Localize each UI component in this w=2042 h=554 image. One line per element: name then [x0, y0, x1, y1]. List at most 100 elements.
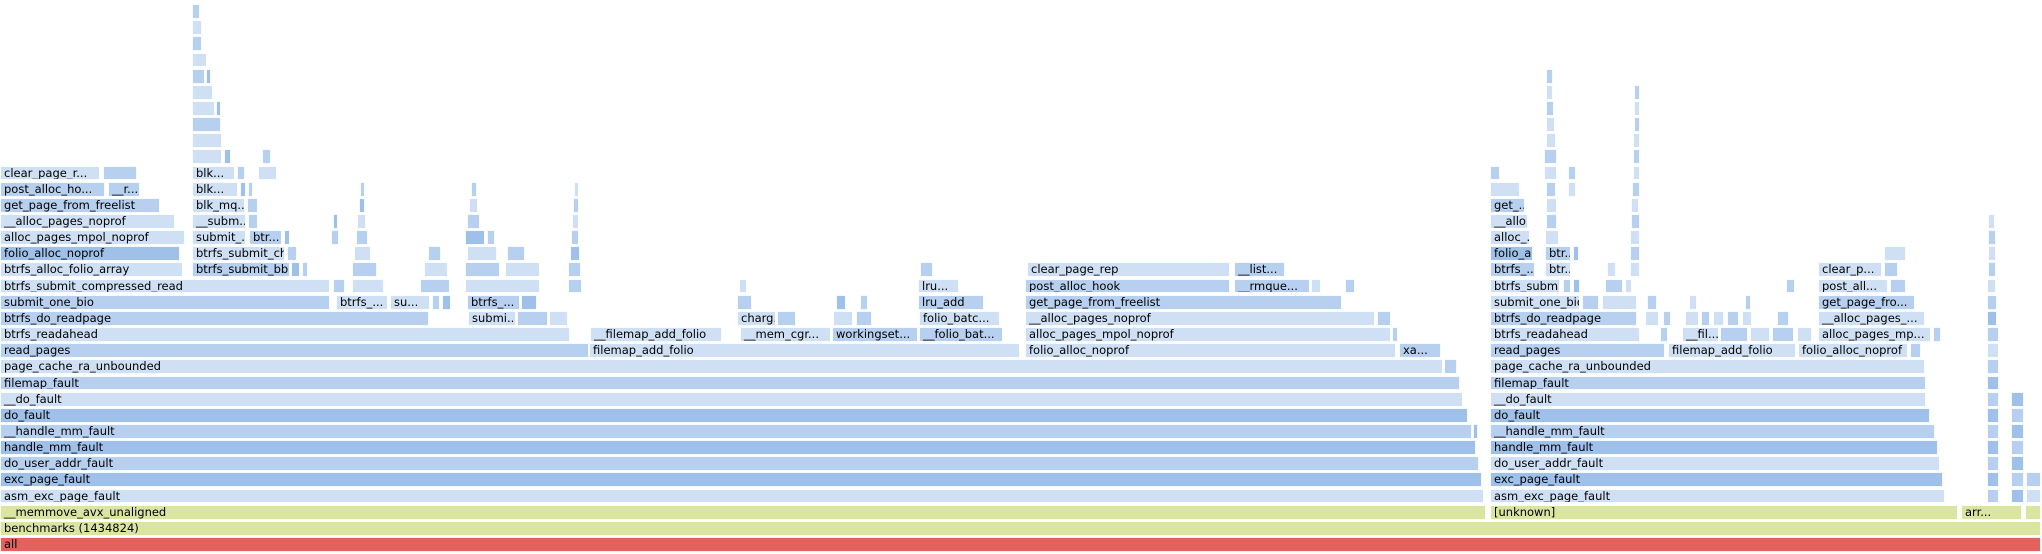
flame-cell-submi[interactable]: submi...	[468, 310, 516, 326]
flame-cell-btrfs_readahead[interactable]: btrfs_readahead	[1490, 327, 1640, 342]
flame-cell[interactable]	[442, 294, 451, 310]
flame-cell-btr[interactable]: btr...	[1545, 246, 1571, 262]
flame-cell[interactable]	[192, 4, 200, 19]
flame-cell[interactable]	[737, 294, 752, 310]
flame-cell[interactable]	[192, 117, 221, 132]
flame-cell-workingset[interactable]: workingset...	[832, 327, 918, 342]
flame-cell[interactable]	[360, 181, 365, 197]
flame-cell[interactable]	[1727, 310, 1739, 326]
flame-cell-read_pages[interactable]: read_pages	[0, 343, 589, 359]
flame-cell[interactable]	[1582, 294, 1599, 310]
flame-cell[interactable]	[1345, 278, 1355, 294]
flame-cell[interactable]	[505, 262, 540, 278]
flame-cell-benchmarks1434824[interactable]: benchmarks (1434824)	[0, 520, 2041, 536]
flame-cell-btrfs_[interactable]: btrfs_...	[1490, 262, 1535, 278]
flame-cell[interactable]	[1660, 327, 1668, 342]
flame-cell-btrfs_[interactable]: btrfs_...	[467, 294, 520, 310]
flame-cell-handle_mm_fault[interactable]: handle_mm_fault	[1490, 440, 1938, 455]
flame-cell[interactable]	[568, 278, 582, 294]
flame-cell[interactable]	[1631, 214, 1640, 229]
flame-cell[interactable]	[2026, 488, 2041, 504]
flame-cell[interactable]	[1545, 230, 1559, 246]
flame-cell[interactable]	[192, 36, 202, 52]
flame-cell-blk_mq[interactable]: blk_mq...	[192, 197, 245, 213]
flame-cell[interactable]	[1777, 310, 1789, 326]
flame-cell-__alloc_pages_noprof[interactable]: __alloc_pages_noprof	[0, 214, 175, 229]
flame-cell-do_fault[interactable]: do_fault	[1490, 407, 1930, 423]
flame-cell[interactable]	[258, 165, 277, 181]
flame-cell[interactable]	[103, 165, 137, 181]
flame-cell[interactable]	[836, 294, 846, 310]
flame-cell-filemap_fault[interactable]: filemap_fault	[0, 375, 1460, 391]
flame-cell[interactable]	[1713, 310, 1724, 326]
flame-cell[interactable]	[432, 294, 440, 310]
flame-cell[interactable]	[571, 230, 579, 246]
flame-cell[interactable]	[1634, 100, 1640, 116]
flame-cell[interactable]	[2011, 456, 2024, 472]
flame-cell-asm_exc_page_fault[interactable]: asm_exc_page_fault	[1490, 488, 1945, 504]
flame-cell[interactable]	[833, 310, 853, 326]
flame-cell-__mem_cgr[interactable]: __mem_cgr...	[740, 327, 831, 342]
flame-cell[interactable]	[521, 294, 537, 310]
flame-cell[interactable]	[1797, 327, 1812, 342]
flame-cell[interactable]	[1490, 165, 1500, 181]
flame-cell-btr[interactable]: btr...	[249, 230, 282, 246]
flame-cell[interactable]	[1546, 181, 1556, 197]
flame-cell-__allo[interactable]: __allo...	[1490, 214, 1528, 229]
flame-cell[interactable]	[420, 278, 450, 294]
flame-cell[interactable]	[428, 246, 441, 262]
flame-cell-__alloc_pages_[interactable]: __alloc_pages_...	[1818, 310, 1925, 326]
flame-cell[interactable]	[1633, 133, 1640, 149]
flame-cell[interactable]	[1988, 214, 1995, 229]
flame-cell[interactable]	[1988, 230, 1996, 246]
flame-cell[interactable]	[1987, 456, 1999, 472]
flame-cell-filemap_add_folio[interactable]: filemap_add_folio	[1668, 343, 1796, 359]
flame-cell[interactable]	[1546, 133, 1556, 149]
flame-cell[interactable]	[1772, 327, 1794, 342]
flame-cell-lru_add[interactable]: lru_add	[918, 294, 984, 310]
flame-cell[interactable]	[1546, 197, 1557, 213]
flame-cell[interactable]	[1544, 149, 1557, 165]
flame-cell-alloc_[interactable]: alloc_...	[1490, 230, 1530, 246]
flame-cell[interactable]	[1987, 310, 1997, 326]
flame-cell[interactable]	[1786, 278, 1795, 294]
flame-cell[interactable]	[1633, 165, 1640, 181]
flame-cell-submit_one_bio[interactable]: submit_one_bio	[0, 294, 330, 310]
flame-cell[interactable]	[574, 181, 579, 197]
flame-cell[interactable]	[2011, 488, 2024, 504]
flame-cell[interactable]	[1663, 310, 1671, 326]
flame-cell[interactable]	[224, 149, 231, 165]
flame-cell[interactable]	[359, 197, 365, 213]
flame-cell[interactable]	[1630, 230, 1640, 246]
flame-cell[interactable]	[2011, 391, 2024, 407]
flame-cell[interactable]	[1546, 68, 1553, 84]
flame-cell[interactable]	[1933, 327, 1941, 342]
flame-cell-__fil[interactable]: __fil...	[1682, 327, 1719, 342]
flame-cell-page_cache_ra_unbounded[interactable]: page_cache_ra_unbounded	[0, 359, 1443, 375]
flame-cell-post_alloc_ho[interactable]: post_alloc_ho...	[0, 181, 105, 197]
flame-cell[interactable]	[1625, 278, 1632, 294]
flame-cell[interactable]	[465, 278, 540, 294]
flame-cell[interactable]	[1632, 181, 1640, 197]
flame-cell-__r[interactable]: __r...	[108, 181, 140, 197]
flame-cell[interactable]	[284, 230, 290, 246]
flame-cell[interactable]	[331, 230, 339, 246]
flame-cell[interactable]	[2011, 423, 2024, 439]
flame-cell[interactable]	[1987, 359, 1999, 375]
flame-cell[interactable]	[1630, 246, 1640, 262]
flame-cell-folio_alloc_noprof[interactable]: folio_alloc_noprof	[0, 246, 180, 262]
flame-cell-btrfs_[interactable]: btrfs_...	[336, 294, 388, 310]
flame-cell[interactable]	[424, 262, 448, 278]
flame-cell[interactable]	[1473, 423, 1478, 439]
flame-cell-__do_fault[interactable]: __do_fault	[1490, 391, 1926, 407]
flame-cell[interactable]	[1546, 100, 1554, 116]
flame-cell[interactable]	[216, 100, 221, 116]
flame-cell[interactable]	[1750, 327, 1770, 342]
flame-cell[interactable]	[1377, 310, 1391, 326]
flame-cell[interactable]	[287, 246, 297, 262]
flame-cell-__handle_mm_fault[interactable]: __handle_mm_fault	[0, 423, 1472, 439]
flame-cell[interactable]	[1890, 278, 1906, 294]
flame-cell[interactable]	[2011, 407, 2024, 423]
flame-cell[interactable]	[507, 246, 525, 262]
flame-cell[interactable]	[1573, 278, 1580, 294]
